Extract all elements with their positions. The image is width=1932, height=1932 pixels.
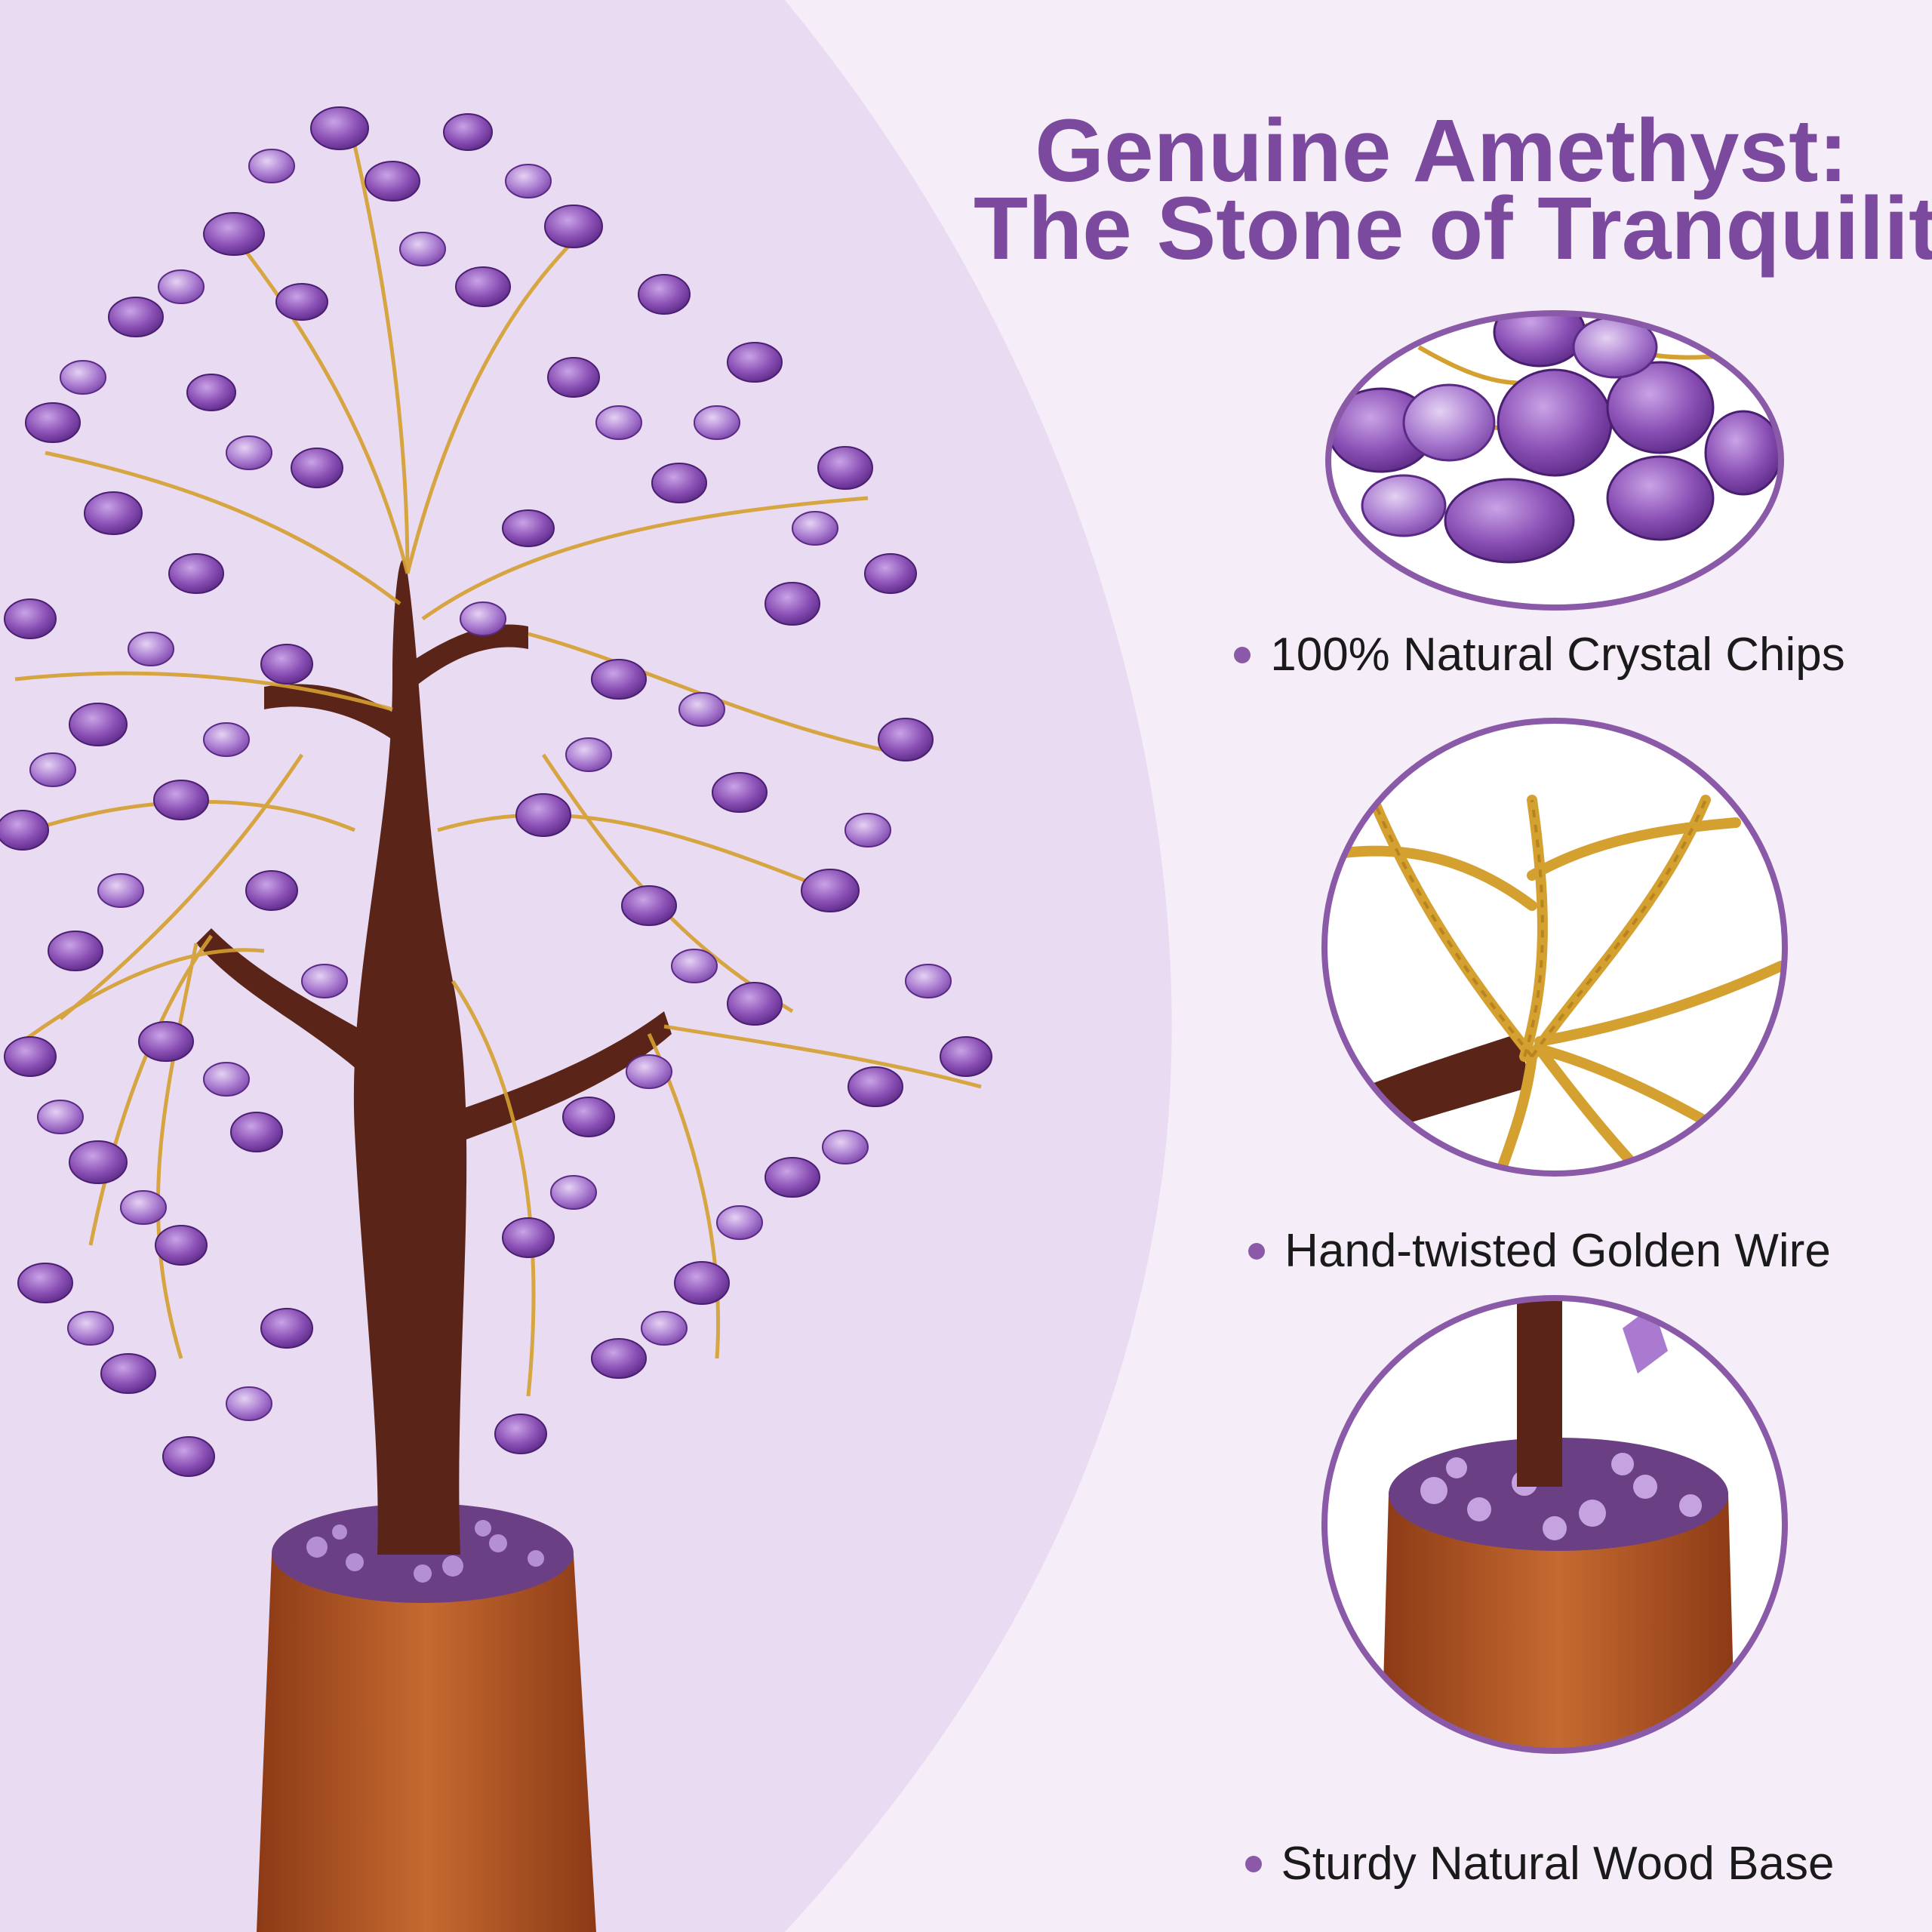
amethyst-chips (0, 106, 992, 1477)
feature-natural-crystal-chips: 100% Natural Crystal Chips (1177, 625, 1902, 685)
bullet-dot-icon (1248, 1243, 1266, 1260)
feature-label: Sturdy Natural Wood Base (1281, 1838, 1835, 1890)
crystal-chips-detail-icon (1325, 310, 1784, 611)
golden-wire-detail-icon (1321, 718, 1788, 1177)
feature-label: Hand-twisted Golden Wire (1284, 1225, 1831, 1277)
feature-golden-wire: Hand-twisted Golden Wire (1177, 1221, 1902, 1281)
bullet-dot-icon (1244, 1856, 1262, 1872)
feature-label: 100% Natural Crystal Chips (1270, 629, 1845, 681)
bullet-dot-icon (1234, 647, 1251, 663)
lavender-panel (0, 0, 1172, 1932)
feature-wood-base: Sturdy Natural Wood Base (1177, 1834, 1902, 1894)
wood-base-detail-icon (1321, 1295, 1788, 1754)
amethyst-tree-icon (0, 106, 992, 1932)
headline-line-2: The Stone of Tranquility (974, 179, 1932, 278)
headline-line-1: Genuine Amethyst: (1035, 101, 1848, 201)
